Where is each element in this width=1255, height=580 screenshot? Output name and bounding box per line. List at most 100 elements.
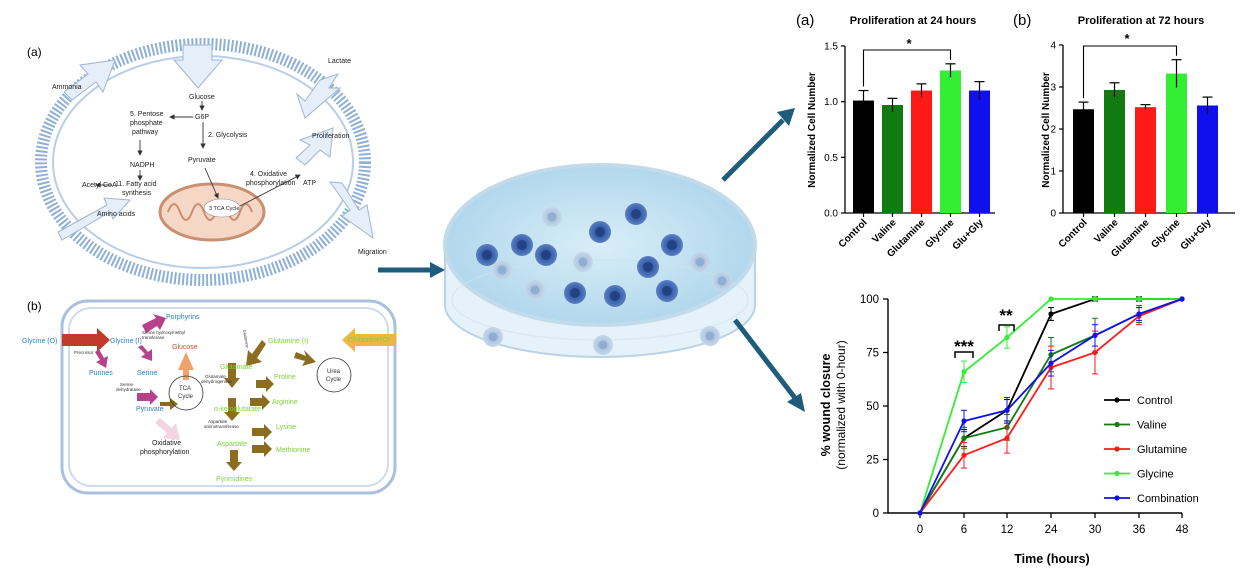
- bar-chart-72h-panel-label: (b): [1013, 12, 1031, 29]
- sig-bracket-6h: [954, 351, 974, 358]
- cell-border-inner: [68, 307, 389, 487]
- cell-nucleus: [541, 250, 551, 260]
- cell-18: [593, 335, 613, 355]
- data-point: [1092, 296, 1098, 302]
- bar-valine: [882, 105, 903, 213]
- x-tick-label: 0: [917, 524, 923, 536]
- porphyrins-label: Porphyrins: [166, 314, 200, 321]
- oxphos-label-1: 4. Oxidative: [250, 171, 287, 178]
- x-tick-label: Glu+Gly: [1179, 217, 1214, 252]
- data-point: [1004, 334, 1010, 341]
- x-tick-label: Control: [837, 217, 870, 250]
- bar-control: [1073, 109, 1094, 213]
- bar-chart-72h-title: Proliferation at 72 hours: [1078, 15, 1205, 27]
- x-tick-label: 36: [1133, 524, 1146, 536]
- cell-5: [476, 244, 498, 266]
- significance-12h: **: [999, 306, 1013, 325]
- urea-cycle-circle: [316, 357, 352, 393]
- y-tick-label: 4: [1050, 41, 1056, 52]
- ast-label-1: Aspartate: [208, 419, 228, 424]
- bar-glycine: [1166, 73, 1187, 213]
- bar-glycine: [940, 70, 961, 213]
- cell-nucleus: [517, 240, 527, 250]
- x-tick-label: 30: [1089, 524, 1102, 536]
- y-tick-label: 0.0: [824, 209, 838, 220]
- legend-item-control: Control: [1104, 395, 1172, 407]
- bar-glugly: [1197, 105, 1218, 213]
- urea-label-1: Urea: [327, 369, 341, 375]
- data-point: [1092, 332, 1098, 338]
- bar-chart-72h: (b) Proliferation at 72 hours Normalized…: [1013, 12, 1235, 260]
- glucose-b-label: Glucose: [172, 344, 198, 351]
- data-point: [1004, 435, 1010, 441]
- legend-label: Glycine: [1137, 469, 1174, 481]
- purines-label: Purines: [89, 370, 113, 377]
- legend-item-glycine: Glycine: [1104, 469, 1174, 481]
- data-point: [1048, 296, 1054, 302]
- x-tick-label: Glu+Gly: [951, 217, 986, 252]
- legend-item-valine: Valine: [1104, 420, 1167, 432]
- data-point: [1092, 349, 1098, 356]
- data-point: [1048, 311, 1054, 317]
- legend-marker: [1114, 446, 1120, 452]
- lactate-label: Lactate: [328, 58, 351, 65]
- line-chart-xlabel: Time (hours): [1014, 552, 1089, 566]
- cell-nucleus: [667, 240, 677, 250]
- y-tick-label: 50: [866, 401, 879, 413]
- cell-16: [712, 271, 732, 291]
- cell-11: [690, 252, 710, 272]
- gdh-label-2: dehydrogenase: [201, 379, 233, 384]
- cell-nucleus: [530, 285, 540, 295]
- ammonia-label: Ammonia: [52, 84, 82, 91]
- serine-dehydratase-1: Serine: [120, 382, 134, 387]
- pyrimidines-label: Pyrimidines: [216, 476, 253, 483]
- cell-nucleus: [570, 288, 580, 298]
- bar-glutamine: [911, 90, 932, 213]
- legend-marker: [1114, 470, 1120, 477]
- data-point: [917, 510, 923, 516]
- cells: [476, 203, 732, 355]
- cell-nucleus: [662, 286, 672, 296]
- legend-marker: [1114, 495, 1120, 501]
- connector-arrows: [378, 108, 805, 412]
- legend-label: Valine: [1137, 420, 1167, 432]
- panel-b-metabolism-diagram: (b): [22, 299, 397, 495]
- nadph-label: NADPH: [130, 162, 155, 169]
- tca-cycle-circle: [168, 375, 204, 411]
- cell-15: [656, 280, 678, 302]
- data-point: [1004, 407, 1010, 413]
- legend-label: Combination: [1137, 493, 1199, 505]
- wound-closure-line-chart: % wound closure (normalized with 0-hour)…: [819, 294, 1199, 566]
- x-tick-label: 48: [1176, 524, 1189, 536]
- oxphos-b-label-1: Oxidative: [152, 440, 181, 447]
- ast-label-2: aminotransferase: [204, 424, 239, 429]
- tca-cycle-label: 3 TCA Cycle: [209, 206, 239, 212]
- x-tick-label: Valine: [1092, 217, 1121, 246]
- y-tick-label: 2: [1050, 125, 1056, 136]
- data-point: [1048, 360, 1054, 366]
- x-tick-label: 6: [961, 524, 967, 536]
- acetyl-coa-label: Acetyl CoA: [82, 182, 117, 189]
- lysine-label: Lysine: [276, 424, 296, 431]
- migration-label: Migration: [358, 249, 387, 256]
- x-tick-label: 24: [1045, 524, 1058, 536]
- gls-label-1: Glutamine: [242, 329, 250, 349]
- gdh-label-1: Glutamate: [205, 374, 226, 379]
- cell-13: [564, 282, 586, 304]
- cell-border-outer: [60, 299, 397, 495]
- cell-nucleus: [598, 340, 608, 350]
- series-combination: [917, 296, 1185, 516]
- data-point: [961, 435, 967, 441]
- data-point: [961, 452, 967, 458]
- cell-nucleus: [547, 212, 557, 222]
- y-tick-label: 1: [1050, 167, 1056, 178]
- cell-10: [637, 256, 659, 278]
- cell-19: [700, 326, 720, 346]
- panel-a-cell-diagram: (a) Ammonia: [27, 38, 387, 286]
- urea-label-2: Cycle: [326, 377, 342, 383]
- y-tick-label: 75: [866, 348, 879, 360]
- bar-valine: [1104, 89, 1125, 213]
- g6p-label: G6P: [195, 114, 209, 121]
- data-point: [1179, 296, 1185, 302]
